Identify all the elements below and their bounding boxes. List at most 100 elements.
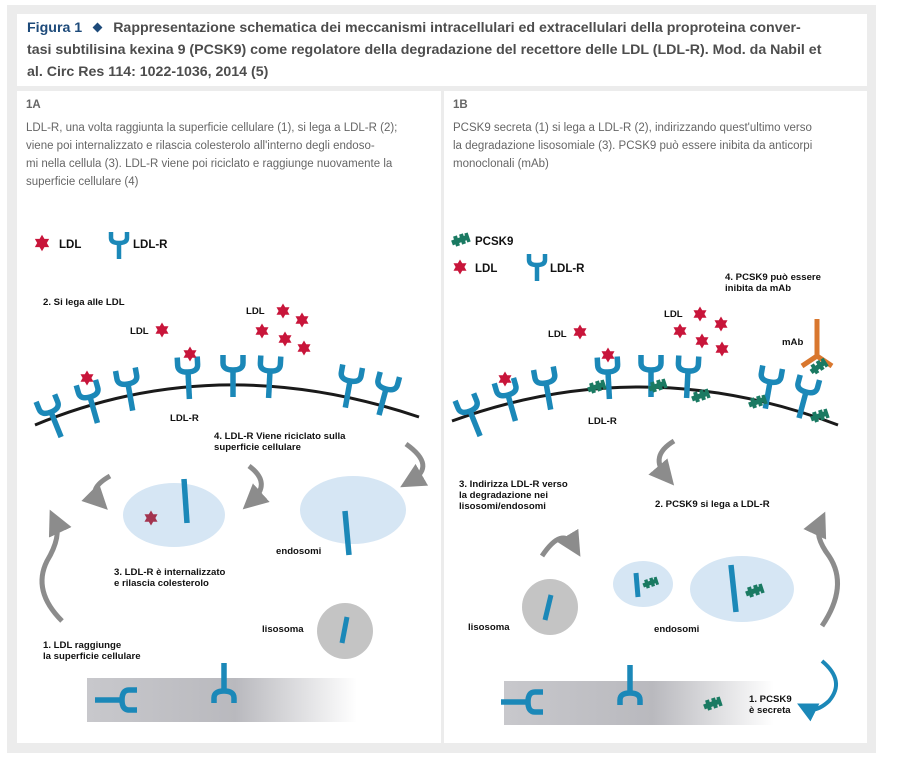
- ldl-particle: [693, 306, 707, 322]
- cycle-arrow-icon: [81, 473, 112, 510]
- ldl-receptor: [116, 367, 143, 412]
- panel-1a-desc-line: superficie cellulare (4): [26, 176, 139, 188]
- ldl-receptor: [335, 364, 362, 409]
- step4-label-line1: 4. LDL-R Viene riciclato sulla: [214, 431, 346, 442]
- lisosoma-label: lisosoma: [262, 624, 304, 635]
- ldl-particle: [255, 323, 269, 339]
- ldl-particle: [155, 322, 169, 338]
- ldl-particle: [673, 323, 687, 339]
- ldl-receptor: [177, 356, 199, 399]
- step3-label-line3: lisosomi/endosomi: [459, 501, 546, 512]
- step1-label-line2: è secreta: [749, 705, 791, 716]
- panel-1a-desc-line: viene poi internalizzato e rilascia cole…: [26, 140, 375, 152]
- step2-label: 2. Si lega alle LDL: [43, 297, 125, 308]
- panel-1b: 1B PCSK9 secreta (1) si lega a LDL-R (2)…: [444, 91, 867, 743]
- ldl-small-label: LDL: [664, 309, 683, 320]
- caption-line-3: al. Circ Res 114: 1022-1036, 2014 (5): [27, 64, 269, 80]
- panel-1b-desc-line: monoclonali (mAb): [453, 158, 549, 170]
- ldlr-label: LDL-R: [588, 416, 617, 427]
- legend-ldl-icon: [453, 259, 467, 275]
- panel-1a-title: 1A: [26, 99, 41, 111]
- endosome: [300, 476, 406, 544]
- legend-ldlr-icon: [108, 232, 130, 259]
- panel-1b-description: PCSK9 secreta (1) si lega a LDL-R (2), i…: [453, 119, 853, 173]
- panel-1b-diagram: PCSK9 LDL LDL-R 4. PCSK9 può essere inib…: [444, 91, 840, 725]
- ldl-particle: [278, 331, 292, 347]
- ldl-receptor-synthesis: [617, 665, 643, 705]
- ldl-particle: [715, 341, 729, 357]
- ldl-bound: [183, 346, 197, 362]
- panel-1b-title: 1B: [453, 99, 468, 111]
- legend-ldlr-icon: [526, 254, 548, 281]
- ldl-small-label: LDL: [548, 329, 567, 340]
- ldl-particle: [297, 340, 311, 356]
- ldl-receptor: [223, 355, 243, 397]
- legend-pcsk9-icon: [452, 233, 469, 246]
- ldlr-fragment: [342, 510, 352, 556]
- caption-line-2: tasi subtilisina kexina 9 (PCSK9) come r…: [27, 42, 822, 58]
- internalization-arrow-icon: [39, 509, 72, 623]
- endosomi-label: endosomi: [654, 624, 699, 635]
- step4-label-line2: superficie cellulare: [214, 442, 301, 453]
- ldl-receptor-synthesis: [211, 663, 237, 703]
- internalization-arrow-icon: [803, 511, 840, 628]
- legend-ldlr-label: LDL-R: [550, 263, 585, 275]
- ldlr-fragment: [181, 478, 190, 524]
- step2-label: 2. PCSK9 si lega a LDL-R: [655, 499, 770, 510]
- ldlr-fragment: [633, 572, 641, 598]
- cycle-arrow-icon: [648, 438, 676, 486]
- ldl-receptor: [259, 355, 281, 398]
- step4-label-line2: inibita da mAb: [725, 283, 791, 294]
- ldl-particle: [295, 312, 309, 328]
- legend-ldl-label: LDL: [59, 239, 81, 251]
- ldlr-fragment: [728, 564, 739, 613]
- endosome: [690, 556, 794, 622]
- ldl-receptor: [534, 366, 561, 411]
- ldl-small-label: LDL: [246, 306, 265, 317]
- panel-1b-desc-line: PCSK9 secreta (1) si lega a LDL-R (2), i…: [453, 122, 812, 134]
- step4-label-line1: 4. PCSK9 può essere: [725, 272, 821, 283]
- cell-membrane: [451, 385, 839, 427]
- figure-label: Figura 1: [27, 20, 83, 36]
- ldl-particle: [714, 316, 728, 332]
- ldl-particle: [276, 303, 290, 319]
- ldl-bound: [601, 347, 615, 363]
- legend-ldl-icon: [34, 234, 50, 252]
- figure-caption: Figura 1 Rappresentazione schematica dei …: [17, 14, 867, 86]
- step1-label-line1: 1. PCSK9: [749, 694, 792, 705]
- ldl-receptor-synthesis: [501, 689, 543, 715]
- ldl-particle: [573, 324, 587, 340]
- legend-pcsk9-label: PCSK9: [475, 236, 513, 248]
- step3-label-line1: 3. LDL-R è internalizzato: [114, 567, 226, 578]
- legend-ldl-label: LDL: [475, 263, 497, 275]
- monoclonal-antibody-icon: [800, 319, 834, 369]
- pcsk9-bound: [588, 380, 605, 393]
- ldl-receptor: [36, 394, 70, 440]
- ldl-bound: [498, 371, 512, 387]
- step1-label-line2: la superficie cellulare: [43, 651, 141, 662]
- cycle-arrow-icon: [539, 528, 581, 558]
- secretion-arrow-icon: [797, 659, 838, 722]
- lisosoma-label: lisosoma: [468, 622, 510, 633]
- step3-label-line2: la degradazione nei: [459, 490, 548, 501]
- cell-membrane: [34, 383, 420, 427]
- panel-1b-desc-line: la degradazione lisosomiale (3). PCSK9 p…: [453, 140, 813, 152]
- panel-1a: 1A LDL-R, una volta raggiunta la superfi…: [17, 91, 441, 743]
- cholesterol-icon: [144, 510, 158, 526]
- diamond-bullet-icon: [92, 22, 103, 33]
- legend-ldlr-label: LDL-R: [133, 239, 168, 251]
- step3-label-line1: 3. Indirizza LDL-R verso: [459, 479, 568, 490]
- ldl-particle: [695, 333, 709, 349]
- ldlr-fragment: [339, 616, 350, 644]
- endosome: [123, 483, 225, 547]
- step1-label-line1: 1. LDL raggiunge: [43, 640, 121, 651]
- caption-line-1: Rappresentazione schematica dei meccanis…: [113, 20, 801, 36]
- panel-1a-diagram: LDL LDL-R 2. Si lega alle LDL LDL LDL LD…: [17, 232, 429, 722]
- ldlr-fragment: [542, 594, 554, 621]
- ldl-receptor: [597, 356, 619, 399]
- ldlr-label: LDL-R: [170, 413, 199, 424]
- mab-label: mAb: [782, 337, 803, 348]
- recycle-arrow-icon: [400, 441, 429, 488]
- panel-1a-desc-line: LDL-R, una volta raggiunta la superficie…: [26, 122, 398, 134]
- panel-1a-description: LDL-R, una volta raggiunta la superficie…: [26, 119, 431, 191]
